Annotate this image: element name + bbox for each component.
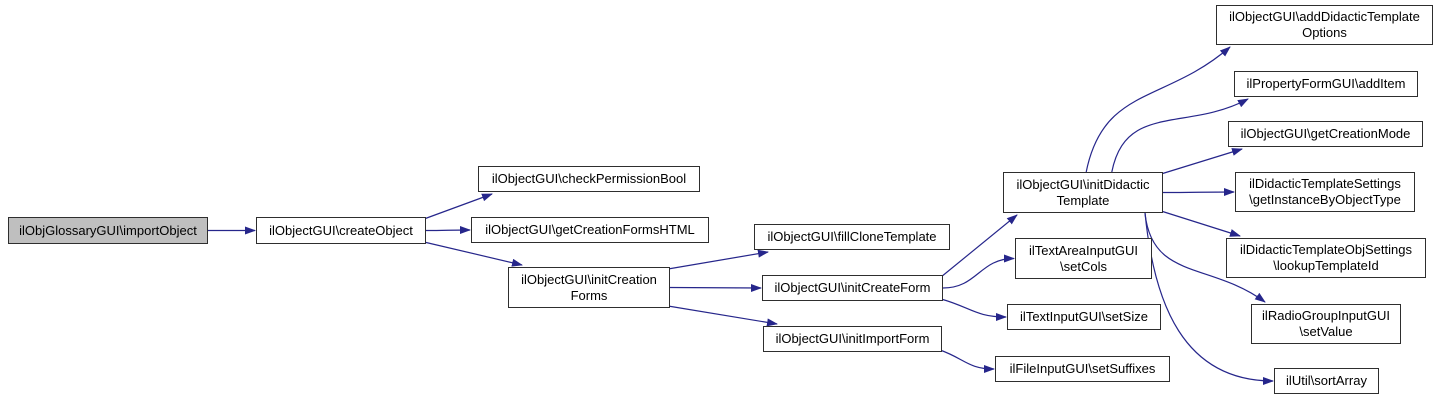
node-label-line: \getInstanceByObjectType (1249, 192, 1401, 207)
node-setSize[interactable]: ilTextInputGUI\setSize (1007, 304, 1161, 330)
node-lookupTemplateId[interactable]: ilDidacticTemplateObjSettings\lookupTemp… (1226, 238, 1426, 278)
edge-initDidacticTemplate-getCreationMode (1160, 148, 1243, 175)
node-label-line: Template (1056, 192, 1110, 208)
edge-initCreateForm-setSize (940, 298, 1007, 321)
node-label-line: ilObjectGUI\checkPermissionBool (491, 171, 687, 186)
edge-initDidacticTemplate-getInstanceByObjectType (1162, 188, 1235, 197)
node-label-line: ilDidacticTemplateObjSettings (1240, 242, 1412, 257)
node-label-line: ilObjGlossaryGUI\importObject (19, 222, 197, 238)
node-getInstanceByObjectType[interactable]: ilDidacticTemplateSettings\getInstanceBy… (1235, 172, 1415, 212)
node-label-line: ilUtil\sortArray (1286, 373, 1367, 388)
node-label-line: ilObjectGUI\createObject (269, 222, 413, 238)
node-label-line: ilDidacticTemplateSettings (1249, 176, 1401, 191)
node-label-line: \setCols (1060, 258, 1107, 274)
node-sortArray[interactable]: ilUtil\sortArray (1274, 368, 1379, 394)
edge-initDidacticTemplate-addDidacticTemplateOptions (1085, 46, 1231, 173)
node-setValue[interactable]: ilRadioGroupInputGUI\setValue (1251, 304, 1401, 344)
edge-initCreateForm-setCols (942, 254, 1015, 289)
node-setCols[interactable]: ilTextAreaInputGUI\setCols (1015, 238, 1152, 279)
edge-initDidacticTemplate-setValue (1144, 212, 1266, 303)
node-label-line: \lookupTemplateId (1273, 258, 1379, 273)
edge-initCreationForms-fillCloneTemplate (667, 249, 769, 270)
node-label-line: ilTextAreaInputGUI (1028, 242, 1139, 258)
node-label-line: ilTextInputGUI\setSize (1020, 309, 1148, 324)
node-label-line: ilObjectGUI\initDidactic (1016, 176, 1150, 192)
node-fillCloneTemplate[interactable]: ilObjectGUI\fillCloneTemplate (754, 224, 950, 250)
node-label-line: ilObjectGUI\fillCloneTemplate (767, 229, 937, 244)
node-label-line: ilRadioGroupInputGUI (1262, 308, 1390, 323)
edge-createObject-checkPermissionBool (423, 193, 493, 220)
node-label-line: ilObjectGUI\initCreation (521, 271, 657, 287)
node-importObject: ilObjGlossaryGUI\importObject (8, 217, 208, 244)
node-label-line: ilObjectGUI\addDidacticTemplate (1229, 9, 1420, 24)
node-label-line: ilObjectGUI\initImportForm (775, 331, 930, 346)
edges-group (208, 46, 1274, 385)
edge-createObject-initCreationForms (423, 241, 523, 267)
node-getCreationMode[interactable]: ilObjectGUI\getCreationMode (1228, 121, 1423, 147)
edge-createObject-getCreationFormsHTML (425, 226, 471, 235)
edge-initDidacticTemplate-lookupTemplateId (1160, 210, 1241, 237)
node-label-line: ilFileInputGUI\setSuffixes (1009, 361, 1156, 376)
node-label-line: ilPropertyFormGUI\addItem (1246, 76, 1406, 91)
node-checkPermissionBool[interactable]: ilObjectGUI\checkPermissionBool (478, 166, 700, 192)
edge-initDidacticTemplate-addItem (1111, 98, 1249, 173)
node-setSuffixes[interactable]: ilFileInputGUI\setSuffixes (995, 356, 1170, 382)
node-addItem[interactable]: ilPropertyFormGUI\addItem (1234, 71, 1418, 97)
node-initCreateForm[interactable]: ilObjectGUI\initCreateForm (762, 275, 943, 301)
node-label-line: ilObjectGUI\initCreateForm (774, 280, 931, 295)
edge-initCreateForm-initDidacticTemplate (940, 214, 1018, 278)
node-createObject[interactable]: ilObjectGUI\createObject (256, 217, 426, 244)
edge-initCreationForms-initCreateForm (669, 283, 762, 292)
node-label-line: Forms (570, 287, 608, 303)
node-label-line: Options (1302, 25, 1347, 40)
node-label-line: \setValue (1299, 324, 1353, 339)
node-getCreationFormsHTML[interactable]: ilObjectGUI\getCreationFormsHTML (471, 217, 709, 243)
node-initImportForm[interactable]: ilObjectGUI\initImportForm (763, 326, 942, 352)
edge-initImportForm-setSuffixes (939, 349, 995, 373)
node-label-line: ilObjectGUI\getCreationMode (1240, 126, 1411, 141)
edge-initCreationForms-initImportForm (667, 305, 778, 327)
node-label-line: ilObjectGUI\getCreationFormsHTML (485, 222, 695, 237)
